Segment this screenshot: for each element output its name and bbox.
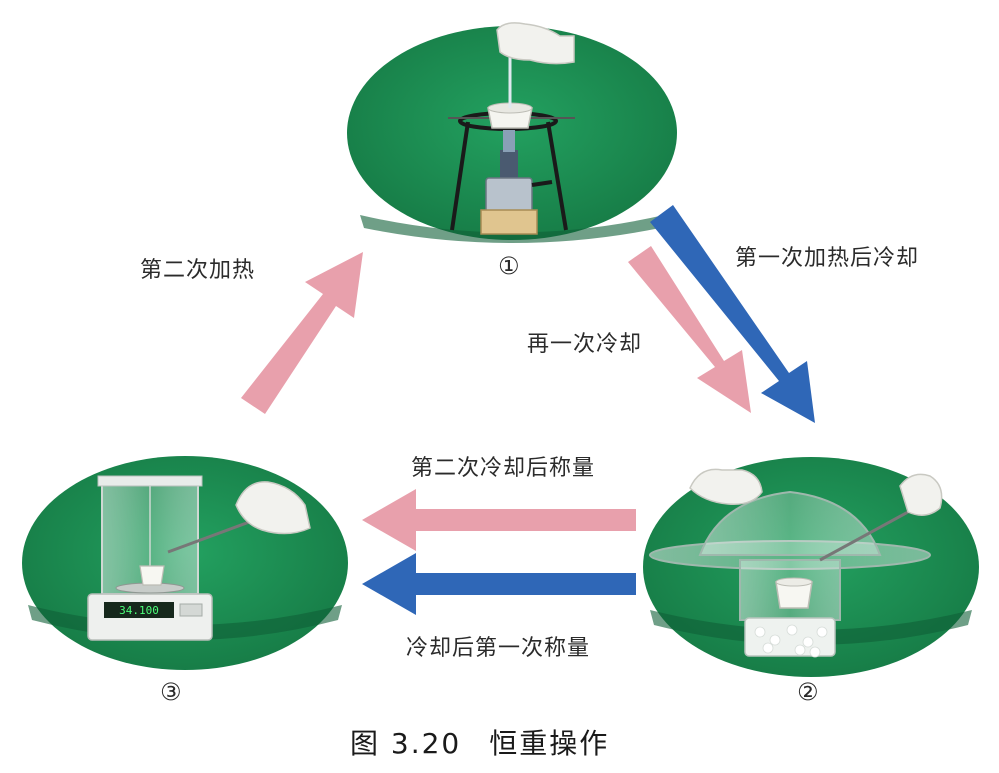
label-second-cool-weigh: 第二次冷却后称量 bbox=[411, 456, 596, 481]
crucible-icon bbox=[487, 102, 533, 129]
arrow-cool-again bbox=[628, 246, 751, 413]
station-3-number: ③ bbox=[160, 678, 182, 706]
desiccator-icon bbox=[649, 490, 931, 658]
analytical-balance-icon bbox=[87, 475, 213, 641]
station-2-number: ② bbox=[797, 678, 819, 706]
label-second-heating: 第二次加热 bbox=[140, 258, 256, 283]
gloved-hand-icon bbox=[496, 22, 575, 65]
label-first-heat-cool: 第一次加热后冷却 bbox=[735, 246, 920, 271]
arrow-second-heating bbox=[241, 252, 363, 414]
label-cool-again: 再一次冷却 bbox=[527, 332, 643, 357]
balance-readout: 34.100 bbox=[119, 604, 159, 617]
station-2-desiccator-photo bbox=[643, 457, 979, 677]
arrow-first-heat-cool bbox=[650, 205, 815, 423]
label-cool-first-weigh: 冷却后第一次称量 bbox=[406, 636, 591, 661]
arrow-cool-first-weigh bbox=[362, 553, 636, 615]
figure-number: 图 3.20 bbox=[350, 727, 462, 760]
gloved-hand-icon bbox=[689, 468, 943, 516]
arrow-second-cool-weigh bbox=[362, 489, 636, 551]
gloved-hand-icon bbox=[235, 481, 311, 535]
station-1-number: ① bbox=[498, 252, 520, 280]
figure-caption: 图 3.20 恒重操作 bbox=[350, 722, 609, 762]
gas-burner-icon bbox=[480, 130, 553, 235]
figure-title: 恒重操作 bbox=[489, 727, 610, 760]
station-1-heating-photo bbox=[347, 22, 677, 243]
station-3-balance-photo bbox=[22, 456, 348, 670]
